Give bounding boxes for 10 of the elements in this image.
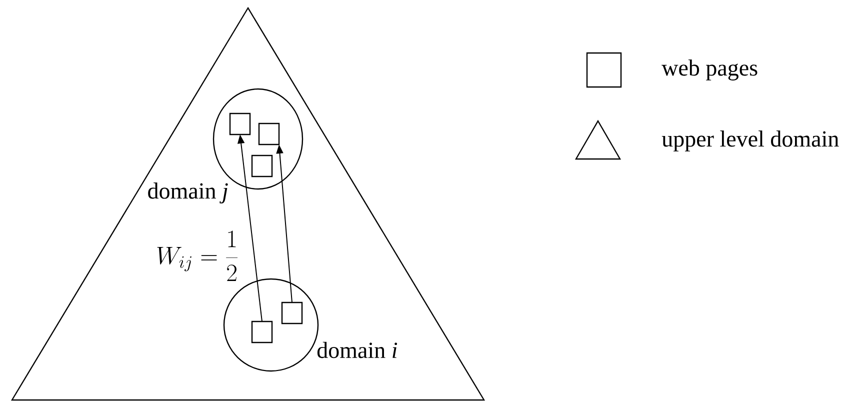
legend-text: upper level domain [662, 130, 839, 152]
page-square [258, 122, 280, 146]
weight-formula: $W_{ij} = \frac{1}{2}$ [157, 230, 238, 281]
legend-text: web pages [662, 60, 758, 80]
page-square [229, 112, 251, 136]
domain-label: domainj [148, 182, 228, 204]
page-square [251, 154, 273, 178]
domain-label: domain i [317, 342, 398, 358]
page-square [251, 320, 273, 344]
page-square [281, 302, 303, 324]
